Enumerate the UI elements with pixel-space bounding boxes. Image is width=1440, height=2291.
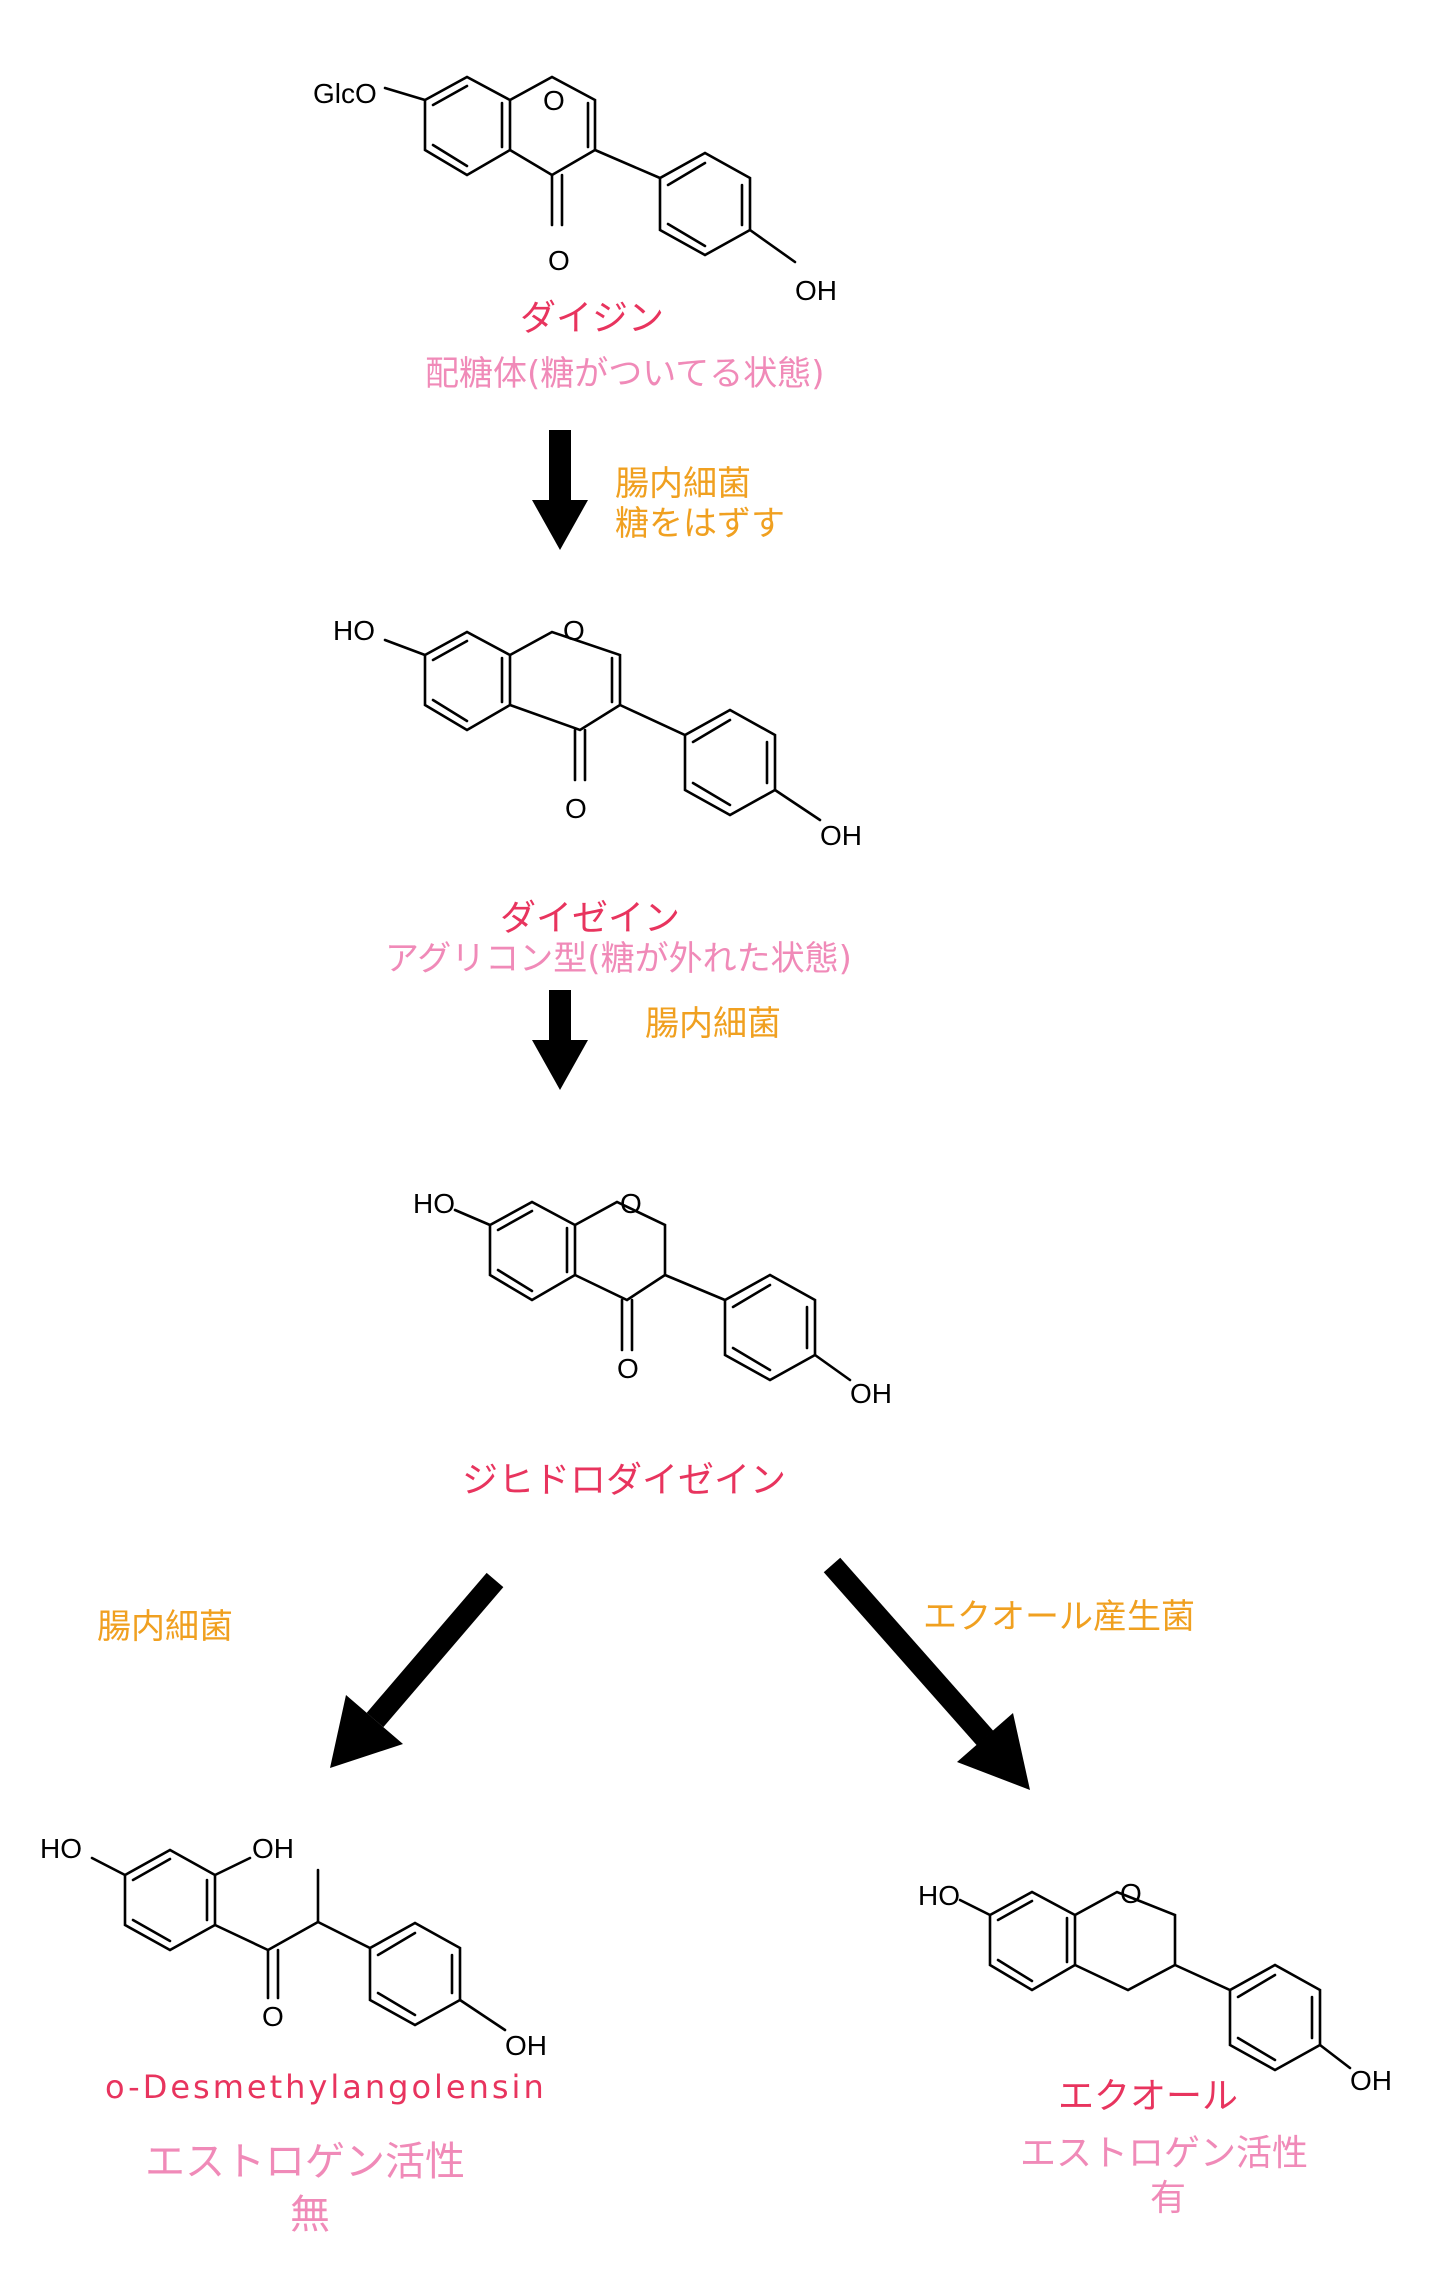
- ring-oxygen-label: O: [620, 1188, 642, 1219]
- hydroxyl-label: OH: [505, 2030, 547, 2061]
- hydroxyl-label: OH: [820, 820, 862, 851]
- daidzin-name: ダイジン: [520, 298, 664, 339]
- arrow-step2: [532, 990, 588, 1090]
- odma-activity-line1: エストロゲン活性: [145, 2139, 465, 2185]
- daidzein-name: ダイゼイン: [500, 898, 680, 939]
- ring-oxygen-label: O: [1120, 1878, 1142, 1909]
- arrow-step1: [532, 430, 588, 550]
- odma-name: o-Desmethylangolensin: [105, 2068, 547, 2106]
- step3-left-label: 腸内細菌: [97, 1607, 233, 1647]
- hydroxyl-label: OH: [1350, 2065, 1392, 2096]
- ho-label: HO: [918, 1880, 960, 1911]
- hydroxyl-label: OH: [850, 1378, 892, 1409]
- step2-label: 腸内細菌: [645, 1004, 781, 1044]
- step1-label-line2: 糖をはずす: [615, 504, 785, 544]
- equol-activity-line2: 有: [1150, 2178, 1186, 2219]
- carbonyl-oxygen-label: O: [262, 2001, 284, 2032]
- carbonyl-oxygen-label: O: [548, 245, 570, 276]
- dihydrodaidzein-structure: HO O O OH: [413, 1188, 892, 1409]
- ho-label: HO: [413, 1188, 455, 1219]
- daidzin-structure: GlcO O O OH: [313, 75, 837, 306]
- hydroxyl-2-label: OH: [252, 1833, 294, 1864]
- carbonyl-oxygen-label: O: [565, 793, 587, 824]
- ring-oxygen-label: O: [543, 85, 565, 116]
- equol-activity-line1: エストロゲン活性: [1020, 2133, 1308, 2174]
- odma-structure: HO OH O OH: [40, 1833, 547, 2061]
- arrow-right-branch: [823, 1557, 1030, 1790]
- ho-label: HO: [40, 1833, 82, 1864]
- daidzein-structure: HO O O OH: [333, 615, 862, 851]
- carbonyl-oxygen-label: O: [617, 1353, 639, 1384]
- arrow-left-branch: [330, 1572, 504, 1768]
- hydroxyl-label: OH: [795, 275, 837, 306]
- daidzein-note: アグリコン型(糖が外れた状態): [385, 939, 852, 979]
- ring-oxygen-label: O: [563, 615, 585, 646]
- step1-label-line1: 腸内細菌: [615, 464, 751, 504]
- dihydrodaidzein-name: ジヒドロダイゼイン: [462, 1460, 786, 1501]
- ho-label: HO: [333, 615, 375, 646]
- odma-activity-line2: 無: [290, 2192, 330, 2238]
- step3-right-label: エクオール産生菌: [923, 1597, 1195, 1637]
- daidzin-note: 配糖体(糖がついてる状態): [425, 354, 825, 394]
- glco-label: GlcO: [313, 78, 377, 109]
- equol-structure: HO O OH: [918, 1878, 1392, 2096]
- equol-name: エクオール: [1058, 2076, 1238, 2117]
